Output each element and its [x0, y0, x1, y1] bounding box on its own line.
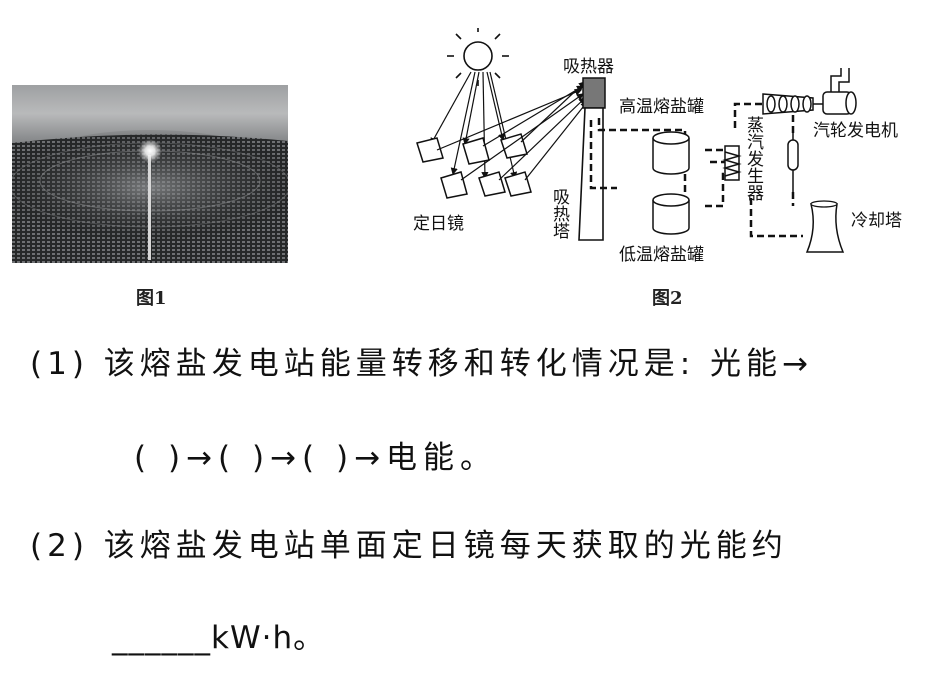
label-cooling: 冷却塔	[851, 211, 902, 231]
question2-answer-blank: ______kW·h。	[112, 620, 326, 656]
heliostat-mirrors	[416, 133, 532, 199]
label-steam-gen: 蒸汽发生器	[743, 116, 764, 201]
low-temp-tank	[652, 193, 690, 235]
question2-line1: (2) 该熔盐发电站单面定日镜每天获取的光能约	[30, 528, 788, 564]
solar-plant-photo	[12, 85, 288, 263]
cooling-tower-icon	[805, 203, 845, 253]
high-temp-tank	[652, 131, 690, 175]
figure2-caption: 图2	[652, 288, 683, 309]
reflected-rays	[436, 81, 588, 181]
absorber-box	[582, 77, 606, 109]
question1-line1: (1) 该熔盐发电站能量转移和转化情况是: 光能→	[30, 346, 814, 382]
steam-generator-coil	[722, 145, 742, 181]
label-heliostat: 定日镜	[413, 214, 464, 234]
turbine-icon	[762, 93, 814, 115]
label-high-tank: 高温熔盐罐	[619, 97, 704, 117]
label-low-tank: 低温熔盐罐	[619, 245, 704, 265]
power-station-diagram: 定日镜 吸热器 高温熔盐罐 低温熔盐罐 汽轮发电机 冷却塔 吸热塔 蒸汽发生器	[413, 28, 902, 265]
condenser-icon	[787, 128, 799, 192]
photo-illustration	[12, 130, 288, 263]
label-absorber: 吸热器	[563, 57, 614, 77]
cooling-tower-top	[810, 200, 838, 208]
sun-icon	[447, 28, 509, 86]
generator-icon	[813, 68, 857, 115]
absorber-tower	[578, 107, 604, 241]
molten-salt-pipes	[589, 102, 803, 238]
figure1-caption: 图1	[136, 288, 167, 309]
question1-line2: ( )→( )→( )→电能。	[134, 440, 498, 476]
label-tower: 吸热塔	[549, 188, 570, 239]
label-turbine: 汽轮发电机	[813, 121, 898, 141]
